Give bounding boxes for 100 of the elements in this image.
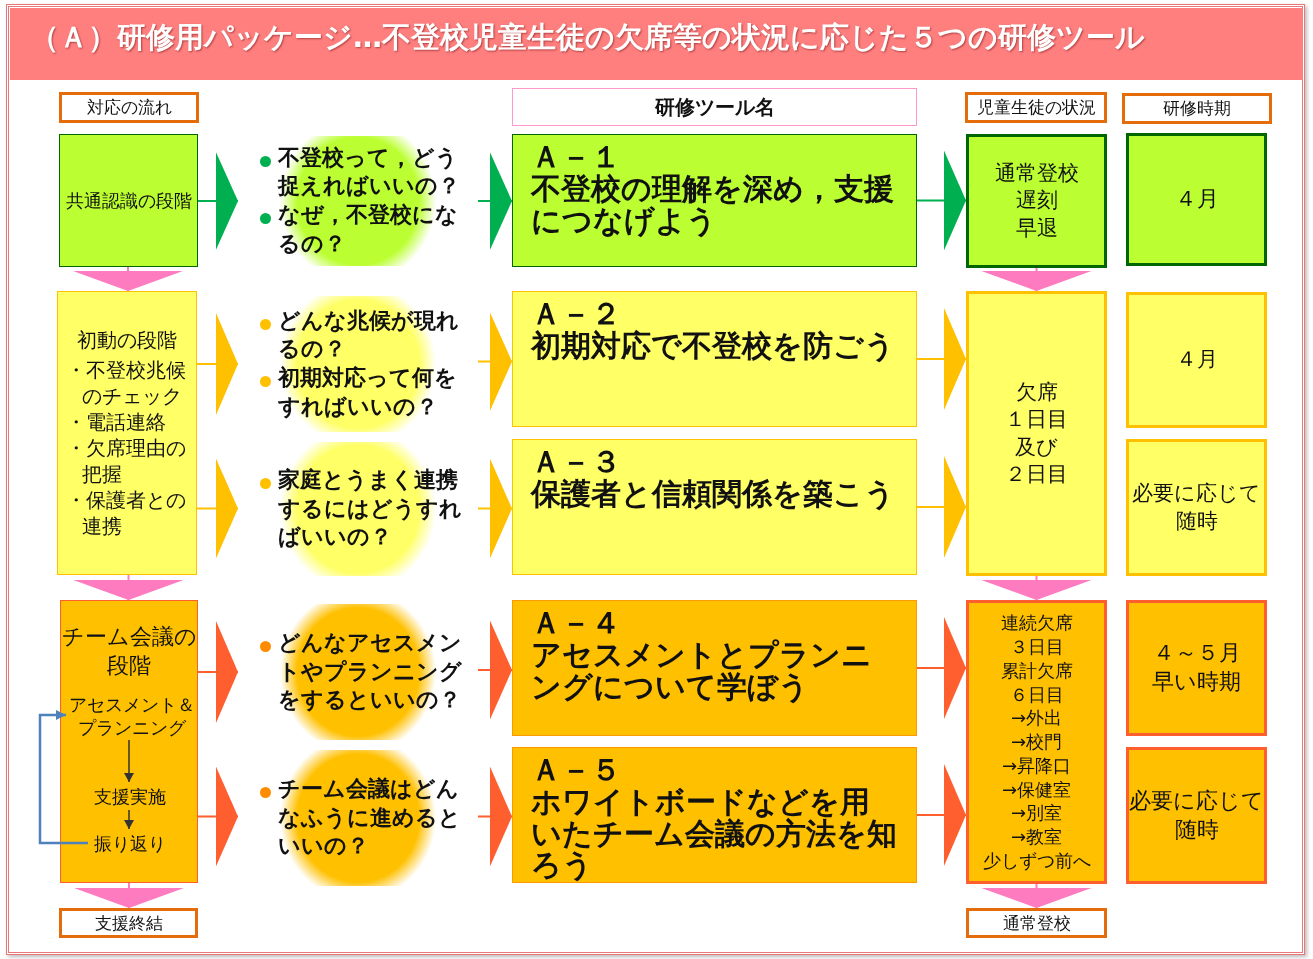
status-text: 連続欠席 (1000, 611, 1073, 636)
status-text: ２日目 (1005, 460, 1068, 488)
column-header-box (59, 908, 198, 938)
chevron-arrow (916, 617, 967, 719)
tool-title: ホワイトボードなどを用いたチーム会議の方法を知ろう (531, 785, 898, 882)
stage-item: ・保護者との連携 (65, 487, 187, 539)
question-text: どんな兆候が現れるの？ (258, 306, 474, 364)
down-chevron (981, 883, 1092, 909)
status-text: 及び (1015, 433, 1058, 461)
column-header-box (965, 92, 1107, 123)
stage-box (60, 600, 198, 883)
period-text: ４月 (1175, 346, 1218, 374)
stage-title: 初動の段階 (77, 327, 177, 353)
tool-code: Ａ－１ (531, 141, 621, 173)
chevron-arrow (196, 313, 239, 415)
status-text: →教室 (1010, 825, 1063, 849)
down-arrow (124, 809, 134, 830)
down-chevron (981, 267, 1092, 292)
chevron-arrow (196, 458, 239, 559)
chevron-arrow (477, 620, 513, 720)
tool-code: Ａ－５ (531, 754, 622, 786)
period-box (1126, 133, 1267, 266)
tool-code: Ａ－４ (531, 607, 622, 639)
chevron-arrow (916, 764, 967, 866)
chevron-arrow (197, 766, 239, 867)
chevron-arrow (477, 312, 513, 411)
status-text: ３日目 (1009, 635, 1064, 659)
tool-code: Ａ－２ (531, 298, 621, 330)
tool-box (512, 291, 917, 427)
stage-title: 共通認識の段階 (65, 188, 192, 213)
status-text: →昇降口 (1001, 753, 1072, 778)
down-chevron (73, 266, 183, 292)
status-box (966, 291, 1107, 576)
question-text: なぜ，不登校になるの？ (258, 201, 474, 259)
status-box (966, 134, 1107, 268)
column-header: 対応の流れ (86, 96, 172, 119)
column-header-box (59, 92, 199, 123)
chevron-arrow (916, 456, 967, 558)
stage-item: ・不登校兆候のチェック (65, 357, 187, 409)
status-text: →外出 (1010, 706, 1063, 731)
period-box (1126, 747, 1267, 884)
question-text: 家庭とうまく連携するにはどうすればいいの？ (258, 466, 474, 552)
column-header-box (512, 88, 917, 126)
status-text: 少しずつ前へ (982, 848, 1091, 873)
step-text: アセスメント＆プランニング (67, 691, 197, 741)
status-text: 早退 (1015, 214, 1058, 242)
column-header: 研修時期 (1163, 97, 1231, 120)
stage-item: ・電話連絡 (65, 409, 167, 435)
tool-box (512, 600, 917, 736)
column-header: 支援終結 (94, 911, 163, 935)
chevron-arrow (477, 152, 513, 250)
step-text: 支援実施 (89, 783, 171, 811)
tool-code: Ａ－３ (531, 446, 622, 478)
loop-arrow (38, 710, 88, 845)
period-text: 早い時期 (1152, 668, 1241, 696)
column-header: 研修ツール名 (654, 94, 775, 120)
period-box (1126, 600, 1267, 736)
chevron-arrow (477, 766, 513, 867)
tool-title: 初期対応で不登校を防ごう (531, 329, 896, 362)
status-text: 欠席 (1015, 378, 1058, 406)
tool-box (512, 439, 917, 575)
down-arrow (124, 739, 134, 783)
tool-title: アセスメントとプランニングについて学ぼう (531, 638, 873, 703)
chevron-arrow (916, 150, 967, 251)
tool-box (512, 747, 917, 883)
stage-title: チーム会議の段階 (61, 623, 197, 680)
period-box (1126, 439, 1267, 576)
status-text: 遅刻 (1015, 187, 1058, 215)
stage-box (57, 291, 197, 575)
period-box (1126, 292, 1267, 428)
tool-title: 不登校の理解を深め，支援につなげよう (531, 172, 895, 237)
down-chevron (73, 574, 184, 601)
status-text: 通常登校 (994, 160, 1079, 188)
step-text: 振り返り (89, 830, 171, 858)
status-text: ６日目 (1009, 682, 1064, 707)
status-text: →別室 (1010, 801, 1063, 826)
stage-box (59, 134, 198, 267)
question-text: 初期対応って何をすればいいの？ (258, 364, 474, 422)
period-text: 必要に応じて随時 (1131, 480, 1262, 535)
status-text: 累計欠席 (1000, 658, 1073, 683)
stage-item: ・欠席理由の把握 (65, 435, 187, 487)
status-box (966, 600, 1107, 884)
period-text: ４月 (1174, 185, 1219, 214)
period-text: 必要に応じて随時 (1129, 786, 1264, 844)
chevron-arrow (197, 152, 239, 250)
down-chevron (74, 882, 184, 909)
period-text: ４～５月 (1152, 639, 1241, 668)
chevron-arrow (477, 458, 513, 559)
tool-box (512, 134, 917, 267)
status-text: →校門 (1010, 730, 1063, 754)
column-header: 児童生徒の状況 (976, 96, 1096, 119)
status-text: １日目 (1005, 406, 1068, 434)
column-header-box (1122, 93, 1272, 124)
question-text: どんなアセスメントやプランニングをするといいの？ (258, 629, 474, 715)
question-text: 不登校って，どう捉えればいいの？ (258, 143, 474, 201)
title: （Ａ）研修用パッケージ…不登校児童生徒の欠席等の状況に応じた５つの研修ツール (30, 19, 1145, 56)
chevron-arrow (197, 621, 239, 723)
chevron-arrow (916, 308, 967, 410)
column-header-box (966, 908, 1107, 938)
tool-title: 保護者と信頼関係を築こう (531, 477, 896, 510)
